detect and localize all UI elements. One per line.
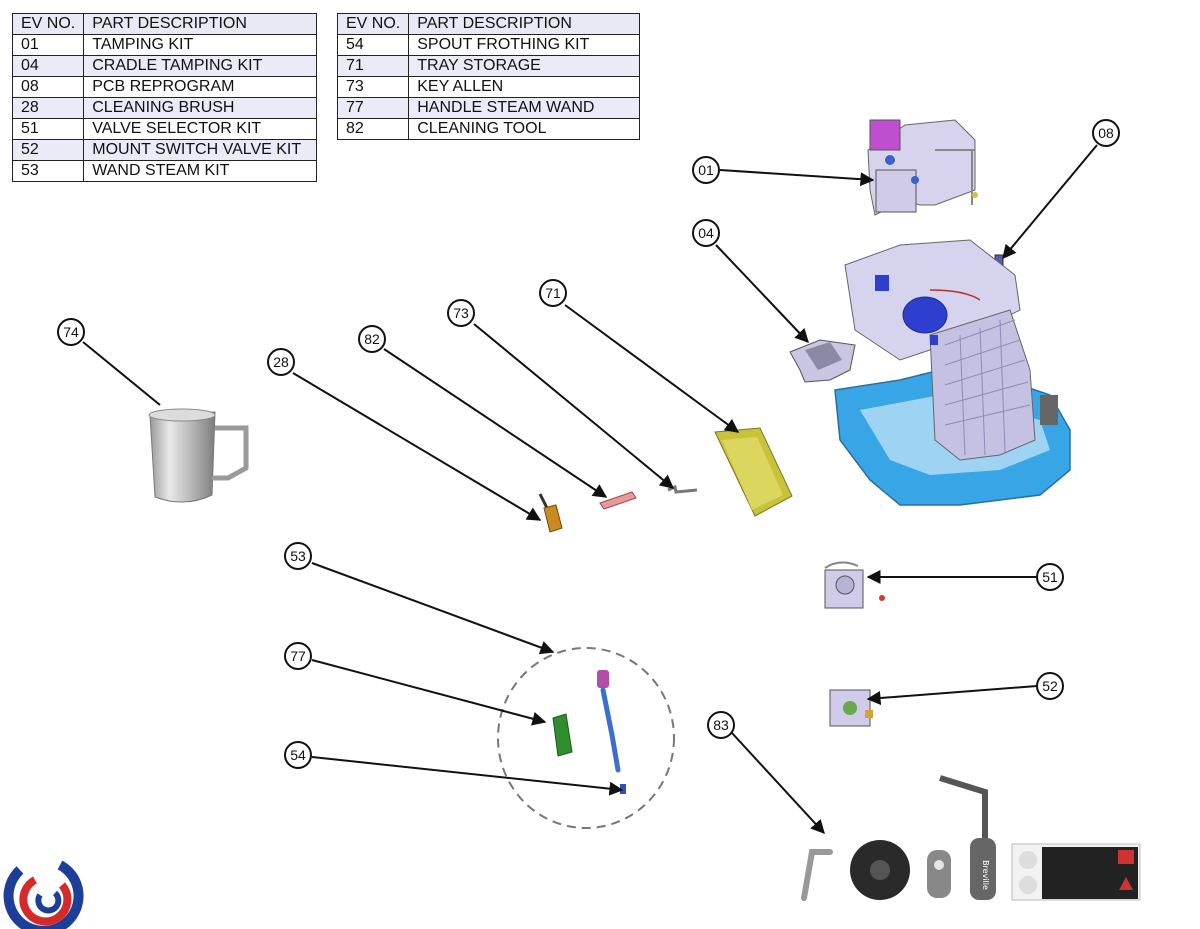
leader-line-04: [715, 244, 809, 344]
callout-53: 53: [284, 542, 312, 570]
table-row: 53 WAND STEAM KIT: [11, 160, 317, 182]
ev-no-cell: 28: [11, 97, 85, 119]
description-cell: MOUNT SWITCH VALVE KIT: [83, 139, 317, 161]
parts-table-left: EV NO. PART DESCRIPTION 01 TAMPING KIT 0…: [11, 13, 317, 182]
column-header-description: PART DESCRIPTION: [83, 13, 317, 35]
cleaning-brush-illustration: [538, 493, 563, 533]
ev-no-cell: 52: [11, 139, 85, 161]
cleaning-tool-illustration: [599, 491, 637, 510]
description-cell: KEY ALLEN: [408, 76, 640, 98]
leader-line-52: [866, 685, 1038, 706]
leader-line-28: [292, 372, 542, 521]
table-header-row: EV NO. PART DESCRIPTION: [11, 13, 317, 35]
milk-jug-illustration: [148, 408, 249, 503]
leader-line-73: [473, 323, 675, 489]
table-row: 54 SPOUT FROTHING KIT: [336, 34, 640, 56]
table-row: 51 VALVE SELECTOR KIT: [11, 118, 317, 140]
callout-08: 08: [1092, 119, 1120, 147]
callout-04: 04: [692, 219, 720, 247]
description-cell: VALVE SELECTOR KIT: [83, 118, 317, 140]
table-row: 82 CLEANING TOOL: [336, 118, 640, 140]
accessories-kit-illustration: Breville: [801, 775, 1141, 901]
description-cell: WAND STEAM KIT: [83, 160, 317, 182]
callout-77: 77: [284, 642, 312, 670]
callout-label: 04: [698, 225, 714, 241]
table-row: 52 MOUNT SWITCH VALVE KIT: [11, 139, 317, 161]
leader-line-82: [383, 348, 608, 498]
leader-line-83: [731, 732, 825, 835]
callout-label: 28: [273, 354, 289, 370]
storage-tray-illustration: [714, 427, 793, 517]
table-row: 71 TRAY STORAGE: [336, 55, 640, 77]
leader-line-77: [311, 659, 547, 726]
callout-label: 53: [290, 548, 306, 564]
ev-no-cell: 82: [336, 118, 410, 140]
mount-switch-valve-illustration: [829, 689, 873, 727]
leader-line-08: [1002, 144, 1098, 260]
description-cell: CLEANING BRUSH: [83, 97, 317, 119]
column-header-description: PART DESCRIPTION: [408, 13, 640, 35]
callout-82: 82: [358, 325, 386, 353]
callout-71: 71: [539, 279, 567, 307]
leader-lines: [82, 144, 1098, 835]
leader-line-71: [564, 304, 740, 433]
ev-no-cell: 51: [11, 118, 85, 140]
callout-74: 74: [57, 318, 85, 346]
column-header-ev-no: EV NO.: [336, 13, 410, 35]
callout-label: 08: [1098, 125, 1114, 141]
callout-label: 71: [545, 285, 561, 301]
description-cell: CLEANING TOOL: [408, 118, 640, 140]
table-header-row: EV NO. PART DESCRIPTION: [336, 13, 640, 35]
espresso-machine-body-illustration: [834, 239, 1071, 506]
callout-28: 28: [267, 348, 295, 376]
ev-no-cell: 08: [11, 76, 85, 98]
parts-table-right: EV NO. PART DESCRIPTION 54 SPOUT FROTHIN…: [336, 13, 640, 140]
leader-line-74: [82, 341, 161, 406]
callout-54: 54: [284, 741, 312, 769]
callout-label: 73: [453, 305, 469, 321]
callout-52: 52: [1036, 672, 1064, 700]
cradle-tamping-illustration: [789, 339, 856, 383]
callout-83: 83: [707, 711, 735, 739]
leader-line-54: [311, 756, 624, 796]
table-row: 08 PCB REPROGRAM: [11, 76, 317, 98]
ev-no-cell: 53: [11, 160, 85, 182]
callout-51: 51: [1036, 563, 1064, 591]
callout-label: 83: [713, 717, 729, 733]
callout-label: 51: [1042, 569, 1058, 585]
leader-line-01: [719, 169, 875, 187]
column-header-ev-no: EV NO.: [11, 13, 85, 35]
brand-label: Breville: [981, 860, 990, 890]
brand-logo: [3, 860, 84, 929]
valve-selector-illustration: [824, 561, 885, 609]
callout-label: 54: [290, 747, 306, 763]
steam-wand-group: [497, 647, 675, 829]
tamping-kit-illustration: [867, 119, 978, 216]
callout-label: 74: [63, 324, 79, 340]
callout-label: 82: [364, 331, 380, 347]
callout-01: 01: [692, 156, 720, 184]
callout-label: 52: [1042, 678, 1058, 694]
description-cell: PCB REPROGRAM: [83, 76, 317, 98]
leader-line-53: [311, 562, 555, 655]
callout-label: 01: [698, 162, 714, 178]
callout-label: 77: [290, 648, 306, 664]
callout-73: 73: [447, 299, 475, 327]
description-cell: CRADLE TAMPING KIT: [83, 55, 317, 77]
description-cell: TRAY STORAGE: [408, 55, 640, 77]
table-row: 28 CLEANING BRUSH: [11, 97, 317, 119]
